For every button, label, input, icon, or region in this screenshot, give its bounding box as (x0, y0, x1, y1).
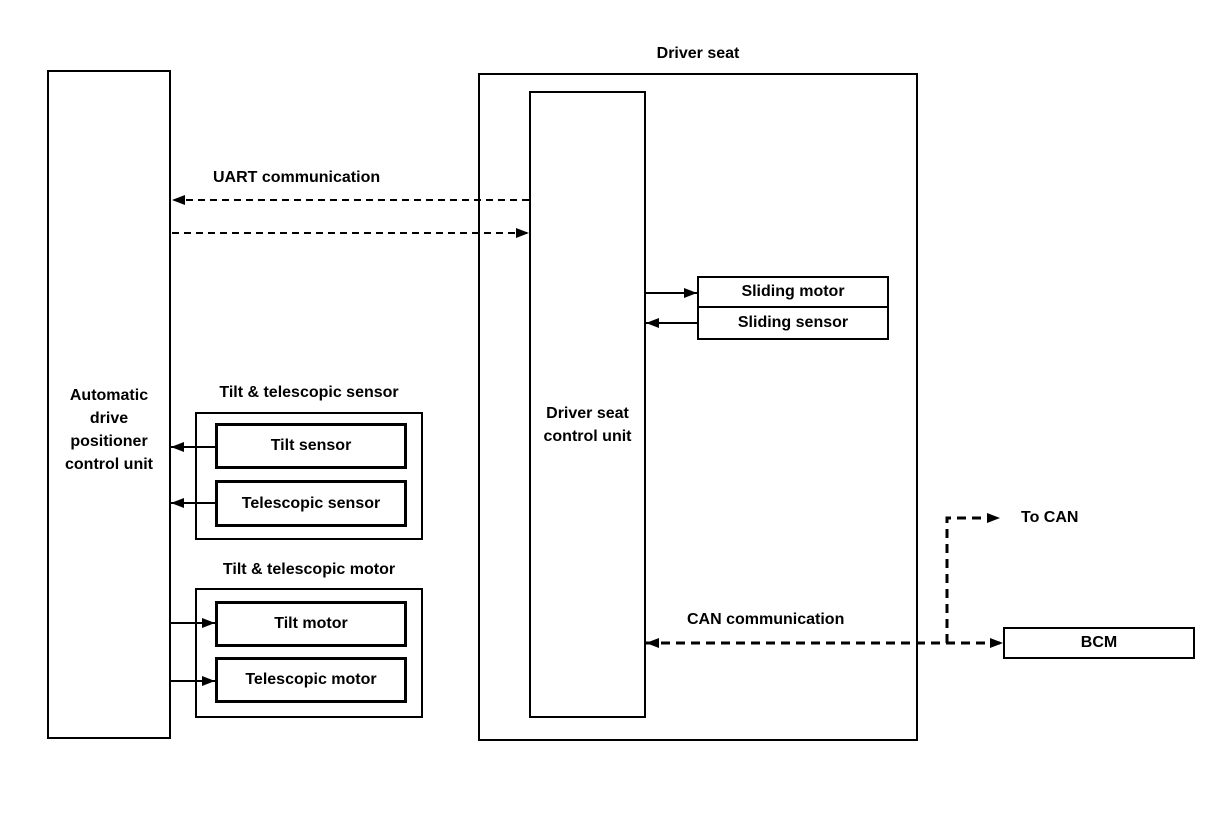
sliding-motor-label: Sliding motor (741, 283, 845, 300)
adp-control-unit-label: Automatic drive positioner control unit (49, 384, 169, 476)
dscu-label-line1: Driver seat (546, 405, 629, 422)
tilt-sensor-label: Tilt sensor (270, 437, 352, 454)
sliding-motor-box: Sliding motor (697, 276, 889, 308)
tilt-motor-label: Tilt motor (274, 615, 348, 632)
telescopic-sensor-label: Telescopic sensor (241, 494, 381, 512)
adp-label-line4: control unit (65, 456, 153, 473)
adp-control-unit-box: Automatic drive positioner control unit (47, 70, 171, 739)
telescopic-sensor-box: Telescopic sensor (215, 480, 407, 527)
can-communication-label: CAN communication (687, 611, 845, 628)
adp-label-line1: Automatic (69, 387, 149, 404)
driver-seat-control-unit-label: Driver seat control unit (531, 402, 644, 448)
telescopic-motor-label: Telescopic motor (245, 671, 377, 688)
adp-label-line3: positioner (70, 433, 148, 450)
tilt-telescopic-motor-group-label: Tilt & telescopic motor (222, 561, 396, 578)
tilt-sensor-box: Tilt sensor (215, 423, 407, 469)
tilt-telescopic-sensor-group-label: Tilt & telescopic sensor (219, 384, 399, 401)
sliding-sensor-label: Sliding sensor (737, 314, 849, 331)
can-branch-arrow-to-can (945, 513, 1000, 643)
adp-label-line2: drive (89, 410, 129, 427)
bcm-box: BCM (1003, 627, 1195, 659)
bcm-label: BCM (1080, 634, 1118, 651)
dscu-label-line2: control unit (543, 428, 632, 445)
telescopic-motor-box: Telescopic motor (215, 657, 407, 703)
to-can-label: To CAN (1021, 509, 1079, 526)
sliding-sensor-box: Sliding sensor (697, 306, 889, 340)
uart-communication-label: UART communication (213, 169, 381, 186)
driver-seat-control-unit-box: Driver seat control unit (529, 91, 646, 718)
tilt-motor-box: Tilt motor (215, 601, 407, 647)
driver-seat-title: Driver seat (656, 45, 740, 62)
